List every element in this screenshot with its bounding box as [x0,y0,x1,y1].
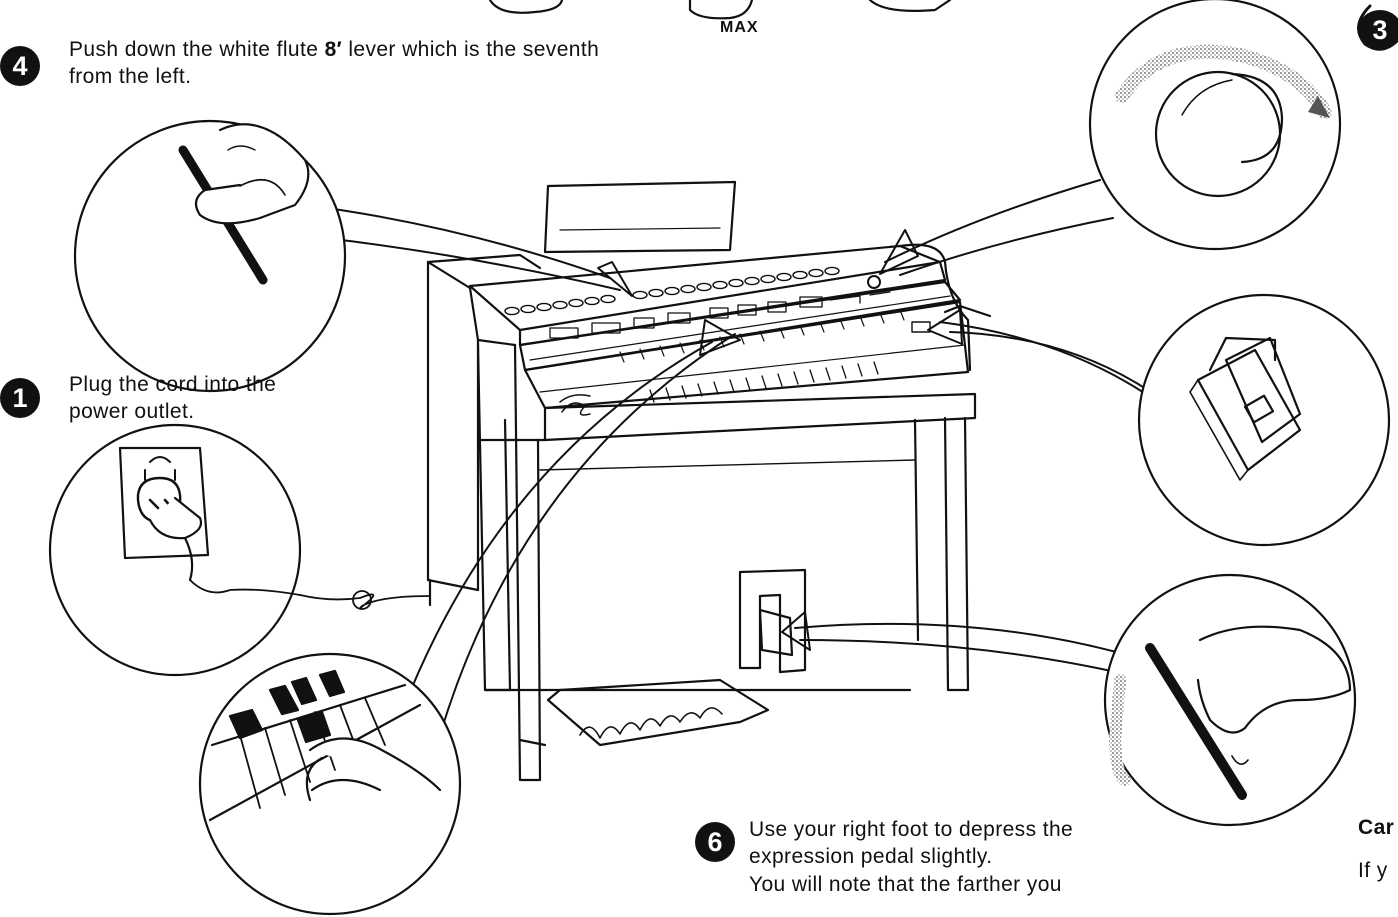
power-plug-icon [48,423,302,677]
step1-badge: 1 [0,378,40,418]
max-label: MAX [720,19,759,36]
right-cut-heading: Car [1358,816,1395,839]
organ-illustration [299,180,992,782]
callout-pointers [304,179,1176,736]
keyboard-hand-icon [198,652,462,916]
step6-badge: 6 [695,822,735,862]
step6-line1: Use your right foot to depress the [749,818,1074,841]
step4-instruction: Push down the white flute 8′ lever which… [69,36,709,91]
power-switch-icon [1137,293,1391,547]
step4-text-before: Push down the white flute [69,38,325,61]
expression-pedal-foot-icon [1103,573,1357,827]
flute-lever-hand-icon [73,119,347,393]
step4-text-line2: from the left. [69,65,192,89]
step4-badge: 4 [0,46,40,86]
volume-knob-icon [1088,0,1342,251]
step1-instruction: Plug the cord into the power outlet. [69,371,369,426]
step6-line2: expression pedal slightly. [749,845,993,869]
step6-instruction: Use your right foot to depress the expre… [749,816,1169,898]
right-cut-line: If y [1358,859,1388,882]
step1-line1: Plug the cord into the [69,373,277,396]
step1-line2: power outlet. [69,400,195,424]
step4-text-after: lever which is the seventh [342,38,600,61]
step6-line3: You will note that the farther you [749,872,1062,896]
step4-text-bold: 8′ [324,38,343,61]
step3-badge: 3 [1358,10,1398,50]
